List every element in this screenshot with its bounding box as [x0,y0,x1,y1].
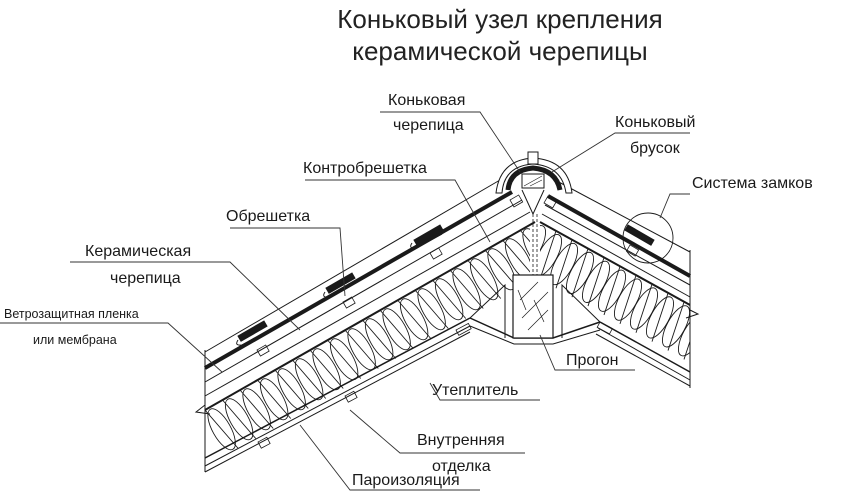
insulation-stroke [635,284,653,333]
insulation-stroke [432,279,467,319]
insulation-cell [242,388,271,431]
label-insulation: Утеплитель [432,382,519,399]
insulation-stroke [344,329,379,369]
label-purlin: Прогон [566,352,619,369]
ridge-assembly [469,151,601,345]
insulation-stroke [309,349,344,389]
insulation-stroke [651,293,669,342]
insulation-stroke [257,379,292,419]
label-wind-membrane-line1: Ветрозащитная пленка [4,307,139,321]
insulation-stroke [274,369,309,409]
insulation-cell [277,368,306,411]
wind-membrane-left [204,190,513,370]
insulation-stroke [222,399,257,439]
insulation-cell [522,228,530,271]
insulation-stroke [362,319,397,359]
insulation-right [540,221,690,360]
insulation-cell [677,314,690,357]
insulation-stroke [379,309,414,349]
insulation-cell [417,288,446,331]
insulation-stroke [327,339,362,379]
label-ceramic-tile-line1: Керамическая [85,243,192,260]
right-slope [539,179,700,388]
insulation-stroke [449,269,484,309]
insulation-stroke [519,229,530,269]
ridge-tile [505,165,563,191]
insulation-stroke [397,299,432,339]
insulation-cell [329,338,359,381]
diagram-title-line1: Коньковый узел крепления [337,4,663,34]
label-lock-system: Система замков [692,175,813,192]
insulation-cell [364,318,394,361]
insulation-stroke [414,289,449,329]
label-interior-finish-line2: отделка [432,458,491,475]
label-ridge-beam-line2: брусок [630,140,680,157]
insulation-stroke [292,359,327,399]
insulation-cell [224,398,254,441]
insulation-cell [382,308,411,351]
label-ceramic-tile-line2: черепица [110,270,181,287]
label-vapor-barrier: Пароизоляция [352,472,460,489]
insulation-cell [504,238,530,281]
insulation-cell [452,268,481,311]
label-counter-batten: Контробрешетка [303,160,427,177]
label-ridge-tile-line2: черепица [393,117,464,134]
insulation-stroke [587,257,605,307]
insulation-cell [312,348,341,391]
label-wind-membrane-line2: или мембрана [33,333,117,347]
insulation-stroke [619,275,637,324]
insulation-stroke [540,221,541,271]
wind-membrane-right [547,194,691,278]
label-batten: Обрешетка [226,208,311,225]
insulation-stroke [502,239,530,279]
insulation-left [205,228,530,451]
insulation-stroke [603,266,621,316]
insulation-stroke [667,301,685,351]
insulation-cell [540,225,547,268]
insulation-cell [399,298,429,341]
insulation-stroke [205,409,239,449]
lock-system-detail [596,212,674,335]
tile-overlaps-left [236,224,472,449]
insulation-stroke [683,310,690,360]
insulation-stroke [540,230,557,280]
label-ridge-tile-line1: Коньковая [388,92,466,109]
insulation-stroke [555,239,573,289]
insulation-cell [347,328,376,371]
insulation-cell [469,258,499,301]
left-slope [194,179,536,473]
diagram-title-line2: керамической черепицы [352,36,648,66]
insulation-cell [434,278,464,321]
leader-lines [0,111,690,491]
purlin [512,274,554,339]
insulation-cell [294,358,324,401]
insulation-cell [259,378,289,421]
insulation-cell [207,408,236,451]
label-interior-finish-line1: Внутренняя [417,432,505,449]
insulation-stroke [571,248,589,298]
insulation-stroke [239,389,274,429]
insulation-stroke [467,259,502,299]
label-ridge-beam-line1: Коньковый [615,114,696,131]
